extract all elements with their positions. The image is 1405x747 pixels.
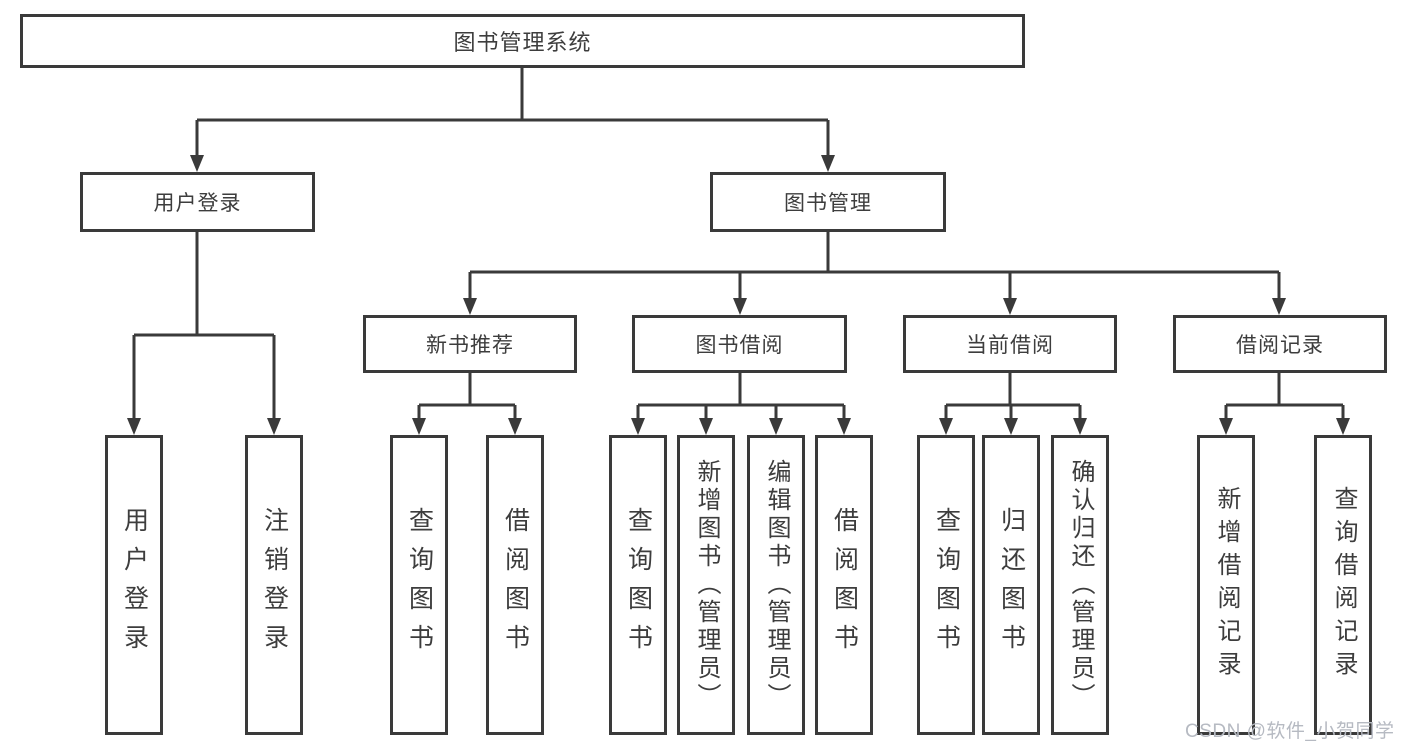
node-label: 当前借阅 — [966, 334, 1054, 357]
node-label: 借阅记录 — [1236, 334, 1324, 357]
leaf-query-books-recommend: 查询图书 — [390, 435, 448, 735]
node-user-login: 用户登录 — [80, 172, 315, 232]
node-label: 新书推荐 — [426, 334, 514, 357]
leaf-logout: 注销登录 — [245, 435, 303, 735]
leaf-return-books: 归还图书 — [982, 435, 1040, 735]
leaf-query-books-borrow: 查询图书 — [609, 435, 667, 735]
leaf-borrow-books: 借阅图书 — [815, 435, 873, 735]
node-label: 图书管理系统 — [453, 30, 592, 55]
node-book-management: 图书管理 — [710, 172, 946, 232]
leaf-query-borrow-record: 查询借阅记录 — [1314, 435, 1372, 735]
node-label: 图书借阅 — [695, 334, 784, 357]
node-current-borrowing: 当前借阅 — [903, 315, 1117, 373]
leaf-query-books-current: 查询图书 — [917, 435, 975, 735]
leaf-borrow-books-recommend: 借阅图书 — [486, 435, 544, 735]
node-label: 图书管理 — [784, 192, 872, 215]
node-book-borrowing: 图书借阅 — [632, 315, 847, 373]
node-label: 用户登录 — [153, 192, 242, 215]
leaf-user-login: 用户登录 — [105, 435, 163, 735]
csdn-watermark: CSDN @软件_小贺同学 — [1185, 721, 1395, 742]
leaf-add-books-admin: 新增图书（管理员） — [677, 435, 735, 735]
leaf-edit-books-admin: 编辑图书（管理员） — [747, 435, 805, 735]
leaf-add-borrow-record: 新增借阅记录 — [1197, 435, 1255, 735]
node-new-book-recommendation: 新书推荐 — [363, 315, 577, 373]
node-library-system: 图书管理系统 — [20, 14, 1025, 68]
node-borrowing-records: 借阅记录 — [1173, 315, 1387, 373]
leaf-confirm-return-admin: 确认归还（管理员） — [1051, 435, 1109, 735]
